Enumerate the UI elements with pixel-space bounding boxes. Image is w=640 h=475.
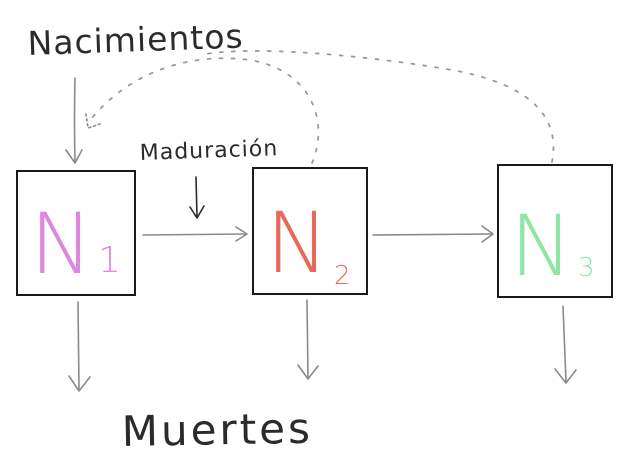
births-label: Nacimientos: [27, 16, 244, 63]
death-arrow-3: [554, 305, 577, 384]
stage-letter-1: N: [30, 195, 93, 293]
stage-subscript-1: 1: [98, 240, 121, 281]
stage-box-2: N 2: [252, 167, 368, 295]
births-arrow: [65, 77, 83, 164]
stage-box-1: N 1: [16, 170, 136, 296]
death-arrow-2: [297, 299, 319, 380]
stage-letter-2: N: [266, 194, 329, 292]
deaths-label: Muertes: [121, 404, 313, 456]
transition-arrow-2-3: [372, 225, 494, 243]
maturation-arrow: [189, 176, 205, 219]
maturation-label: Maduración: [139, 136, 278, 166]
death-arrow-1: [68, 301, 91, 392]
stage-letter-3: N: [510, 197, 573, 295]
stage-box-3: N 3: [497, 164, 613, 298]
stage-subscript-2: 2: [334, 261, 351, 291]
reproduction-feedback: [85, 50, 555, 164]
stage-subscript-3: 3: [578, 253, 595, 283]
transition-arrow-1-2: [142, 226, 248, 242]
